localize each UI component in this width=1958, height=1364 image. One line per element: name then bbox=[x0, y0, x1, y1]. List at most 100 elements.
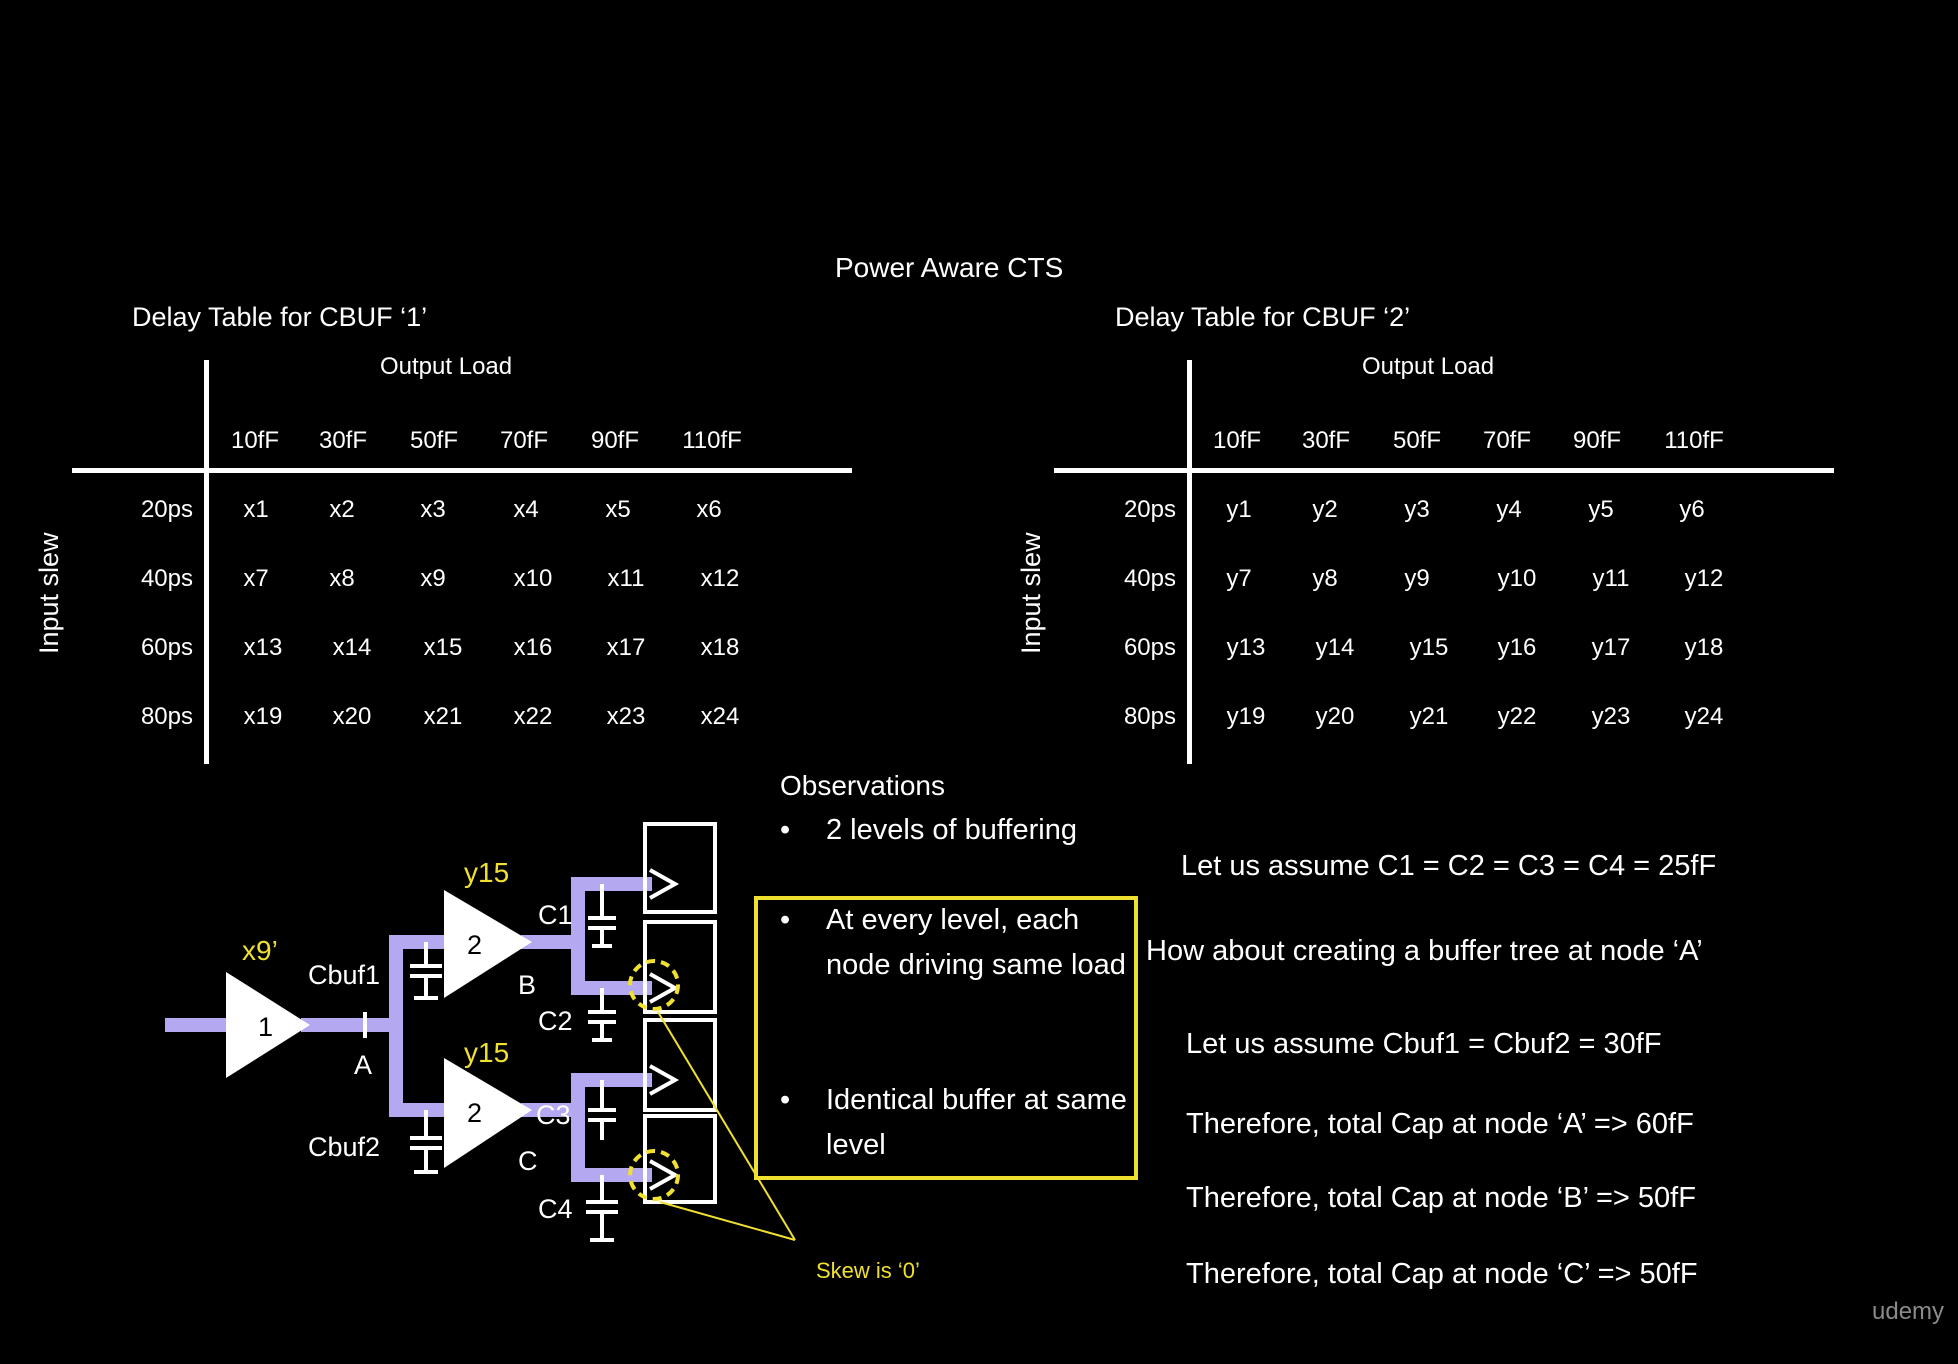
table2-row-label: 40ps bbox=[1123, 565, 1176, 592]
table2-cell: y22 bbox=[1497, 703, 1537, 730]
table2-cell: y18 bbox=[1684, 634, 1724, 661]
skew-highlights bbox=[628, 959, 796, 1241]
table2-cell: y8 bbox=[1312, 565, 1338, 592]
observation-item: •Identical buffer at same level bbox=[780, 1078, 1130, 1168]
table2-cell: y15 bbox=[1409, 634, 1449, 661]
table1-row-label: 40ps bbox=[140, 565, 193, 592]
table1-cell: x11 bbox=[607, 565, 645, 592]
table2-vertical-rule bbox=[1187, 360, 1192, 764]
table1-col-header: 70fF bbox=[499, 427, 549, 454]
table2-cell: y17 bbox=[1591, 634, 1631, 661]
table2-cell: y11 bbox=[1592, 565, 1630, 592]
bullet-icon: • bbox=[780, 904, 791, 936]
skew-pointer-line bbox=[659, 1201, 796, 1241]
table2-cell: y12 bbox=[1684, 565, 1724, 592]
buffer-2-top-triangle bbox=[444, 890, 532, 998]
table1-output-load-label: Output Load bbox=[380, 353, 513, 380]
table2-col-header: 10fF bbox=[1212, 427, 1262, 454]
table1-cell: x10 bbox=[513, 565, 553, 592]
table2-caption: Delay Table for CBUF ‘2’ bbox=[1115, 302, 1411, 332]
cbuf1-label: Cbuf1 bbox=[308, 960, 380, 990]
table2-cell: y2 bbox=[1312, 496, 1338, 523]
observation-item: • At every level, each node driving same … bbox=[780, 898, 1130, 988]
table2-cell: y4 bbox=[1496, 496, 1522, 523]
table2-cell: y19 bbox=[1226, 703, 1266, 730]
table1-cell: x1 bbox=[243, 496, 269, 523]
table1-row-label: 20ps bbox=[140, 496, 193, 523]
table1-cell: x12 bbox=[700, 565, 740, 592]
buffer-1-delay: x9’ bbox=[242, 935, 278, 966]
table1-cell: x21 bbox=[423, 703, 463, 730]
observation-text: Identical buffer at same level bbox=[826, 1084, 1127, 1161]
capacitor-c2 bbox=[588, 988, 616, 1042]
flip-flop-4 bbox=[643, 1114, 717, 1204]
buffer-1-triangle bbox=[226, 972, 310, 1078]
table1-cell: x2 bbox=[329, 496, 355, 523]
clock-pin-icon bbox=[649, 868, 680, 900]
table1-cell: x7 bbox=[243, 565, 269, 592]
table1-cell: x15 bbox=[423, 634, 463, 661]
buffer-2-bottom-delay: y15 bbox=[464, 1037, 509, 1068]
table2-cell: y16 bbox=[1497, 634, 1537, 661]
observations-heading: Observations bbox=[780, 770, 945, 801]
table2-row-label: 60ps bbox=[1123, 634, 1176, 661]
capacitors bbox=[363, 884, 618, 1242]
table1-cell: x19 bbox=[243, 703, 283, 730]
buffer-1-label: 1 bbox=[258, 1012, 273, 1042]
capacitor-cbuf1 bbox=[410, 942, 442, 1000]
table1-cell: x5 bbox=[605, 496, 631, 523]
table2-col-header: 90fF bbox=[1572, 427, 1622, 454]
skew-circle-ff4 bbox=[628, 1149, 680, 1201]
table2-col-header: 70fF bbox=[1482, 427, 1532, 454]
table1-cell: x8 bbox=[329, 565, 355, 592]
table2-cell: y21 bbox=[1409, 703, 1449, 730]
c2-label: C2 bbox=[538, 1006, 573, 1036]
flip-flop-3 bbox=[643, 1018, 717, 1112]
clock-pin-icon bbox=[649, 1159, 680, 1191]
table1-cell: x9 bbox=[420, 565, 446, 592]
c4-label: C4 bbox=[538, 1194, 573, 1224]
table1-cell: x6 bbox=[696, 496, 722, 523]
table1-col-header: 10fF bbox=[230, 427, 280, 454]
table1-col-header: 30fF bbox=[318, 427, 368, 454]
flip-flops bbox=[643, 822, 717, 1204]
table2-col-header: 50fF bbox=[1392, 427, 1442, 454]
note-line: Let us assume C1 = C2 = C3 = C4 = 25fF bbox=[1181, 850, 1717, 882]
observation-text: At every level, each node driving same l… bbox=[826, 904, 1126, 981]
table2-cell: y5 bbox=[1588, 496, 1614, 523]
note-line: Let us assume Cbuf1 = Cbuf2 = 30fF bbox=[1186, 1028, 1662, 1060]
note-line: Therefore, total Cap at node ‘C’ => 50fF bbox=[1186, 1258, 1698, 1290]
table2-cell: y3 bbox=[1404, 496, 1430, 523]
note-line: Therefore, total Cap at node ‘B’ => 50fF bbox=[1186, 1182, 1696, 1214]
udemy-watermark: udemy bbox=[1872, 1298, 1945, 1325]
table1-col-header: 90fF bbox=[590, 427, 640, 454]
table2-cell: y23 bbox=[1591, 703, 1631, 730]
capacitor-c4 bbox=[586, 1175, 618, 1242]
table2-cell: y1 bbox=[1226, 496, 1252, 523]
table2-cell: y6 bbox=[1679, 496, 1705, 523]
table1-cell: x3 bbox=[420, 496, 446, 523]
clock-pin-icon bbox=[649, 972, 680, 1004]
table1-cell: x16 bbox=[513, 634, 553, 661]
table2-cell: y9 bbox=[1404, 565, 1430, 592]
capacitor-c1 bbox=[588, 884, 616, 948]
clock-pin-icon bbox=[649, 1064, 680, 1096]
table2-cell: y13 bbox=[1226, 634, 1266, 661]
table1-col-header: 50fF bbox=[409, 427, 459, 454]
table1-caption: Delay Table for CBUF ‘1’ bbox=[132, 302, 428, 332]
table1-cell: x4 bbox=[513, 496, 539, 523]
table2-output-load-label: Output Load bbox=[1362, 353, 1495, 380]
buffer-2-top-delay: y15 bbox=[464, 857, 509, 888]
table1-horizontal-rule bbox=[72, 468, 852, 473]
table2-col-header: 30fF bbox=[1301, 427, 1351, 454]
table1-cell: x13 bbox=[243, 634, 283, 661]
table2-col-header: 110fF bbox=[1664, 427, 1724, 454]
table1-cell: x14 bbox=[332, 634, 372, 661]
skew-pointer-line bbox=[657, 1011, 796, 1241]
node-b-label: B bbox=[518, 970, 536, 1000]
table2-cell: y7 bbox=[1226, 565, 1252, 592]
table2-cell: y14 bbox=[1315, 634, 1355, 661]
page-title: Power Aware CTS bbox=[835, 252, 1064, 283]
skew-circle-ff2 bbox=[628, 959, 680, 1011]
